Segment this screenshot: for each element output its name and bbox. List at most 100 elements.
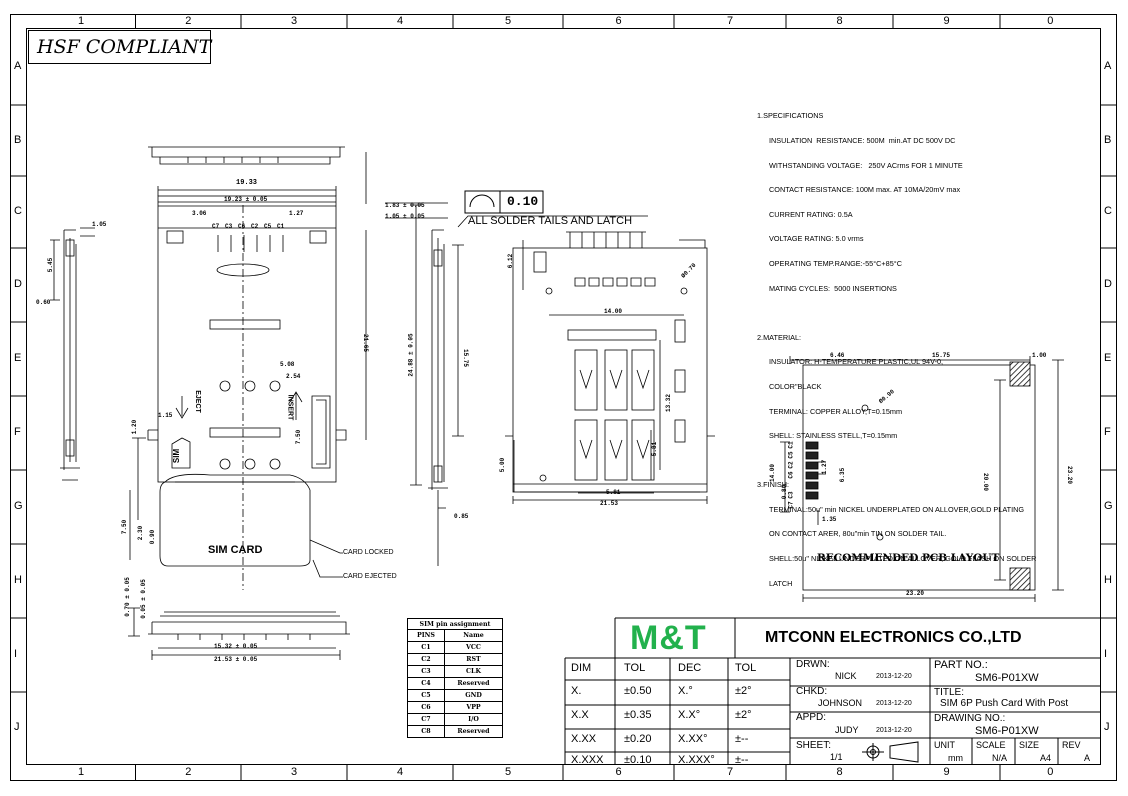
tolerance-cell: ±0.10 [624, 754, 652, 766]
size-label: SIZE [1019, 740, 1040, 750]
sheet-label: SHEET: [796, 740, 832, 751]
dim-label: 6.12 [507, 253, 515, 269]
tolerance-header: TOL [735, 662, 757, 674]
spec-3-line: LATCH [769, 578, 793, 588]
tolerance-frame [464, 190, 544, 214]
pin-label: C1 [277, 223, 285, 230]
pin-cell: C8 [407, 725, 445, 738]
appd-date: 2013-12-20 [876, 727, 912, 734]
spec-1-line: OPERATING TEMP.RANGE:-55°C+85°C [769, 259, 902, 269]
dim-label: 19.33 [236, 179, 258, 187]
dim-label: 0.05 ± 0.05 [139, 579, 147, 619]
pin-label: C7 [212, 223, 220, 230]
dim-label: 7.50 [295, 429, 303, 445]
tolerance-cell: X.XX° [678, 733, 708, 745]
zone-row-label: H [1104, 574, 1112, 586]
eject-label: EJECT [193, 390, 201, 413]
dim-label: 0.60 [36, 299, 51, 306]
zone-row-label: G [1104, 500, 1113, 512]
zone-row-label: J [1104, 721, 1110, 734]
pin-label: C5 [264, 223, 272, 230]
hsf-compliant-label: HSF COMPLIANT [37, 36, 212, 58]
top-view [129, 146, 367, 590]
drwn-date: 2013-12-20 [876, 673, 912, 680]
zone-row-label: B [14, 133, 22, 146]
name-cell: I/O [444, 713, 503, 726]
spec-1-line: CONTACT RESISTANCE: 100M max. AT 10MA/20… [769, 185, 961, 195]
tolerance-cell: X.XXX° [678, 754, 715, 766]
card-locked-label: CARD LOCKED [343, 549, 394, 556]
pin-cell: C2 [407, 653, 445, 666]
dim-label: 14.00 [604, 308, 623, 315]
zone-column-label: 0 [1047, 766, 1054, 778]
zone-row-label: E [14, 352, 22, 364]
pcb-pin-label: C7 [787, 501, 795, 509]
zone-column-label: 7 [727, 766, 734, 778]
appd-label: APPD: [796, 712, 827, 723]
hsf-box [28, 30, 211, 64]
company-logo: M&T [630, 619, 707, 657]
dim-label: 21.53 ± 0.05 [214, 656, 258, 663]
unit-label: UNIT [934, 740, 955, 750]
dim-label: 15.75 [932, 352, 951, 359]
zone-row-label: I [1104, 648, 1108, 660]
spec-2-title: 2.MATERIAL: [757, 332, 802, 342]
zone-column-label: 4 [397, 766, 404, 778]
spec-1-line: VOLTAGE RATING: 5.0 vrms [769, 234, 864, 244]
dim-label: 1.15 [158, 412, 173, 419]
pin-cell: C5 [407, 689, 445, 702]
dim-label: 14.00 [769, 463, 777, 483]
zone-column-label: 2 [185, 766, 192, 778]
zone-row-label: A [1104, 59, 1112, 72]
dim-label: 1.05 ± 0.05 [385, 213, 425, 220]
spec-1-line: INSULATION RESISTANCE: 500M min.AT DC 50… [769, 136, 956, 146]
title-value: SIM 6P Push Card With Post [940, 698, 1069, 709]
pcb-layout-label: RECOMMENDED PCB LAYOUT [817, 552, 1000, 564]
pin-table-header: Name [444, 629, 503, 642]
rev-label: REV [1062, 740, 1081, 750]
pin-cell: C4 [407, 677, 445, 690]
part-no: SM6-P01XW [975, 672, 1039, 684]
zone-column-label: 2 [185, 15, 192, 27]
dim-label: 21.53 [600, 500, 619, 507]
zone-row-label: B [1104, 133, 1112, 146]
company-name: MTCONN ELECTRONICS CO.,LTD [765, 629, 1022, 646]
name-cell: GND [444, 689, 503, 702]
zone-column-label: 4 [397, 15, 404, 27]
tolerance-value: 0.10 [507, 194, 539, 209]
zone-column-label: 1 [78, 766, 85, 778]
zone-row-label: C [1104, 205, 1112, 217]
name-cell: Reserved [444, 725, 503, 738]
title-block-grid [564, 617, 1100, 764]
dim-label: 2.54 [286, 373, 301, 380]
dim-label: 1.83 ± 0.05 [385, 202, 425, 209]
zone-column-label: 3 [291, 15, 298, 27]
chkd-name: JOHNSON [818, 698, 863, 708]
zone-column-label: 0 [1047, 15, 1054, 27]
dim-label: 6.35 [839, 467, 847, 483]
dim-label: 5.45 [47, 257, 55, 273]
tolerance-cell: X.XXX [571, 754, 604, 766]
spec-3-title: 3.FINISH: [757, 480, 790, 490]
dim-label: 1.27 [821, 459, 829, 475]
title-label: TITLE: [934, 687, 965, 698]
zone-column-label: 1 [78, 15, 85, 27]
spec-2-line: SHELL: STAINLESS STELL,T=0.15mm [769, 431, 898, 441]
dim-label: 1.27 [289, 210, 304, 217]
bottom-view [505, 231, 715, 504]
name-cell: RST [444, 653, 503, 666]
appd-name: JUDY [835, 725, 859, 735]
dim-label: 0.85 [454, 513, 469, 520]
size-value: A4 [1040, 753, 1052, 763]
dim-label: 21.65 [362, 333, 370, 353]
tolerance-cell: ±2° [735, 709, 752, 721]
zone-column-label: 5 [505, 15, 512, 27]
dim-label: 1.05 [92, 221, 107, 228]
